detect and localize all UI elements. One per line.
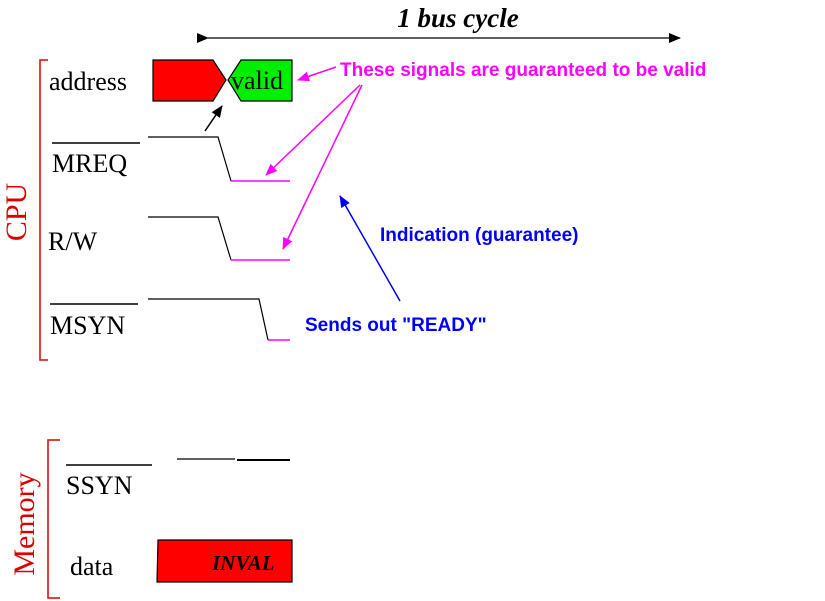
guaranteed-arrow-to-mreq	[265, 84, 361, 176]
msyn-waveform	[148, 298, 269, 341]
indication-annotation: Indication (guarantee)	[380, 225, 578, 246]
cpu-group-label: CPU	[0, 182, 33, 241]
memory-bracket	[47, 439, 60, 599]
address-invalid-segment	[152, 59, 227, 102]
data-invalid-label: INVAL	[211, 551, 275, 575]
address-valid-pointer-arrow	[204, 105, 223, 132]
guaranteed-arrow-to-address	[297, 66, 337, 82]
address-valid-segment	[227, 59, 293, 102]
memory-group-label: Memory	[8, 472, 41, 575]
data-invalid-segment	[156, 539, 293, 583]
cpu-bracket	[39, 59, 48, 361]
guaranteed-arrow-to-rw	[282, 84, 363, 250]
signal-label-msyn: MSYN	[50, 311, 125, 340]
signal-label-ssyn: SSYN	[66, 471, 133, 500]
bus-cycle-title: 1 bus cycle	[397, 3, 518, 33]
indication-arrow	[339, 195, 401, 302]
signal-label-data: data	[70, 552, 114, 581]
guaranteed-annotation: These signals are guaranteed to be valid	[340, 60, 706, 81]
signal-label-rw: R/W	[48, 227, 98, 256]
mreq-waveform	[148, 136, 232, 182]
ready-annotation: Sends out "READY"	[305, 315, 487, 336]
rw-waveform	[148, 216, 232, 261]
address-valid-label: valid	[231, 66, 283, 95]
signal-label-address: address	[49, 67, 127, 96]
signal-label-mreq: MREQ	[52, 149, 127, 178]
